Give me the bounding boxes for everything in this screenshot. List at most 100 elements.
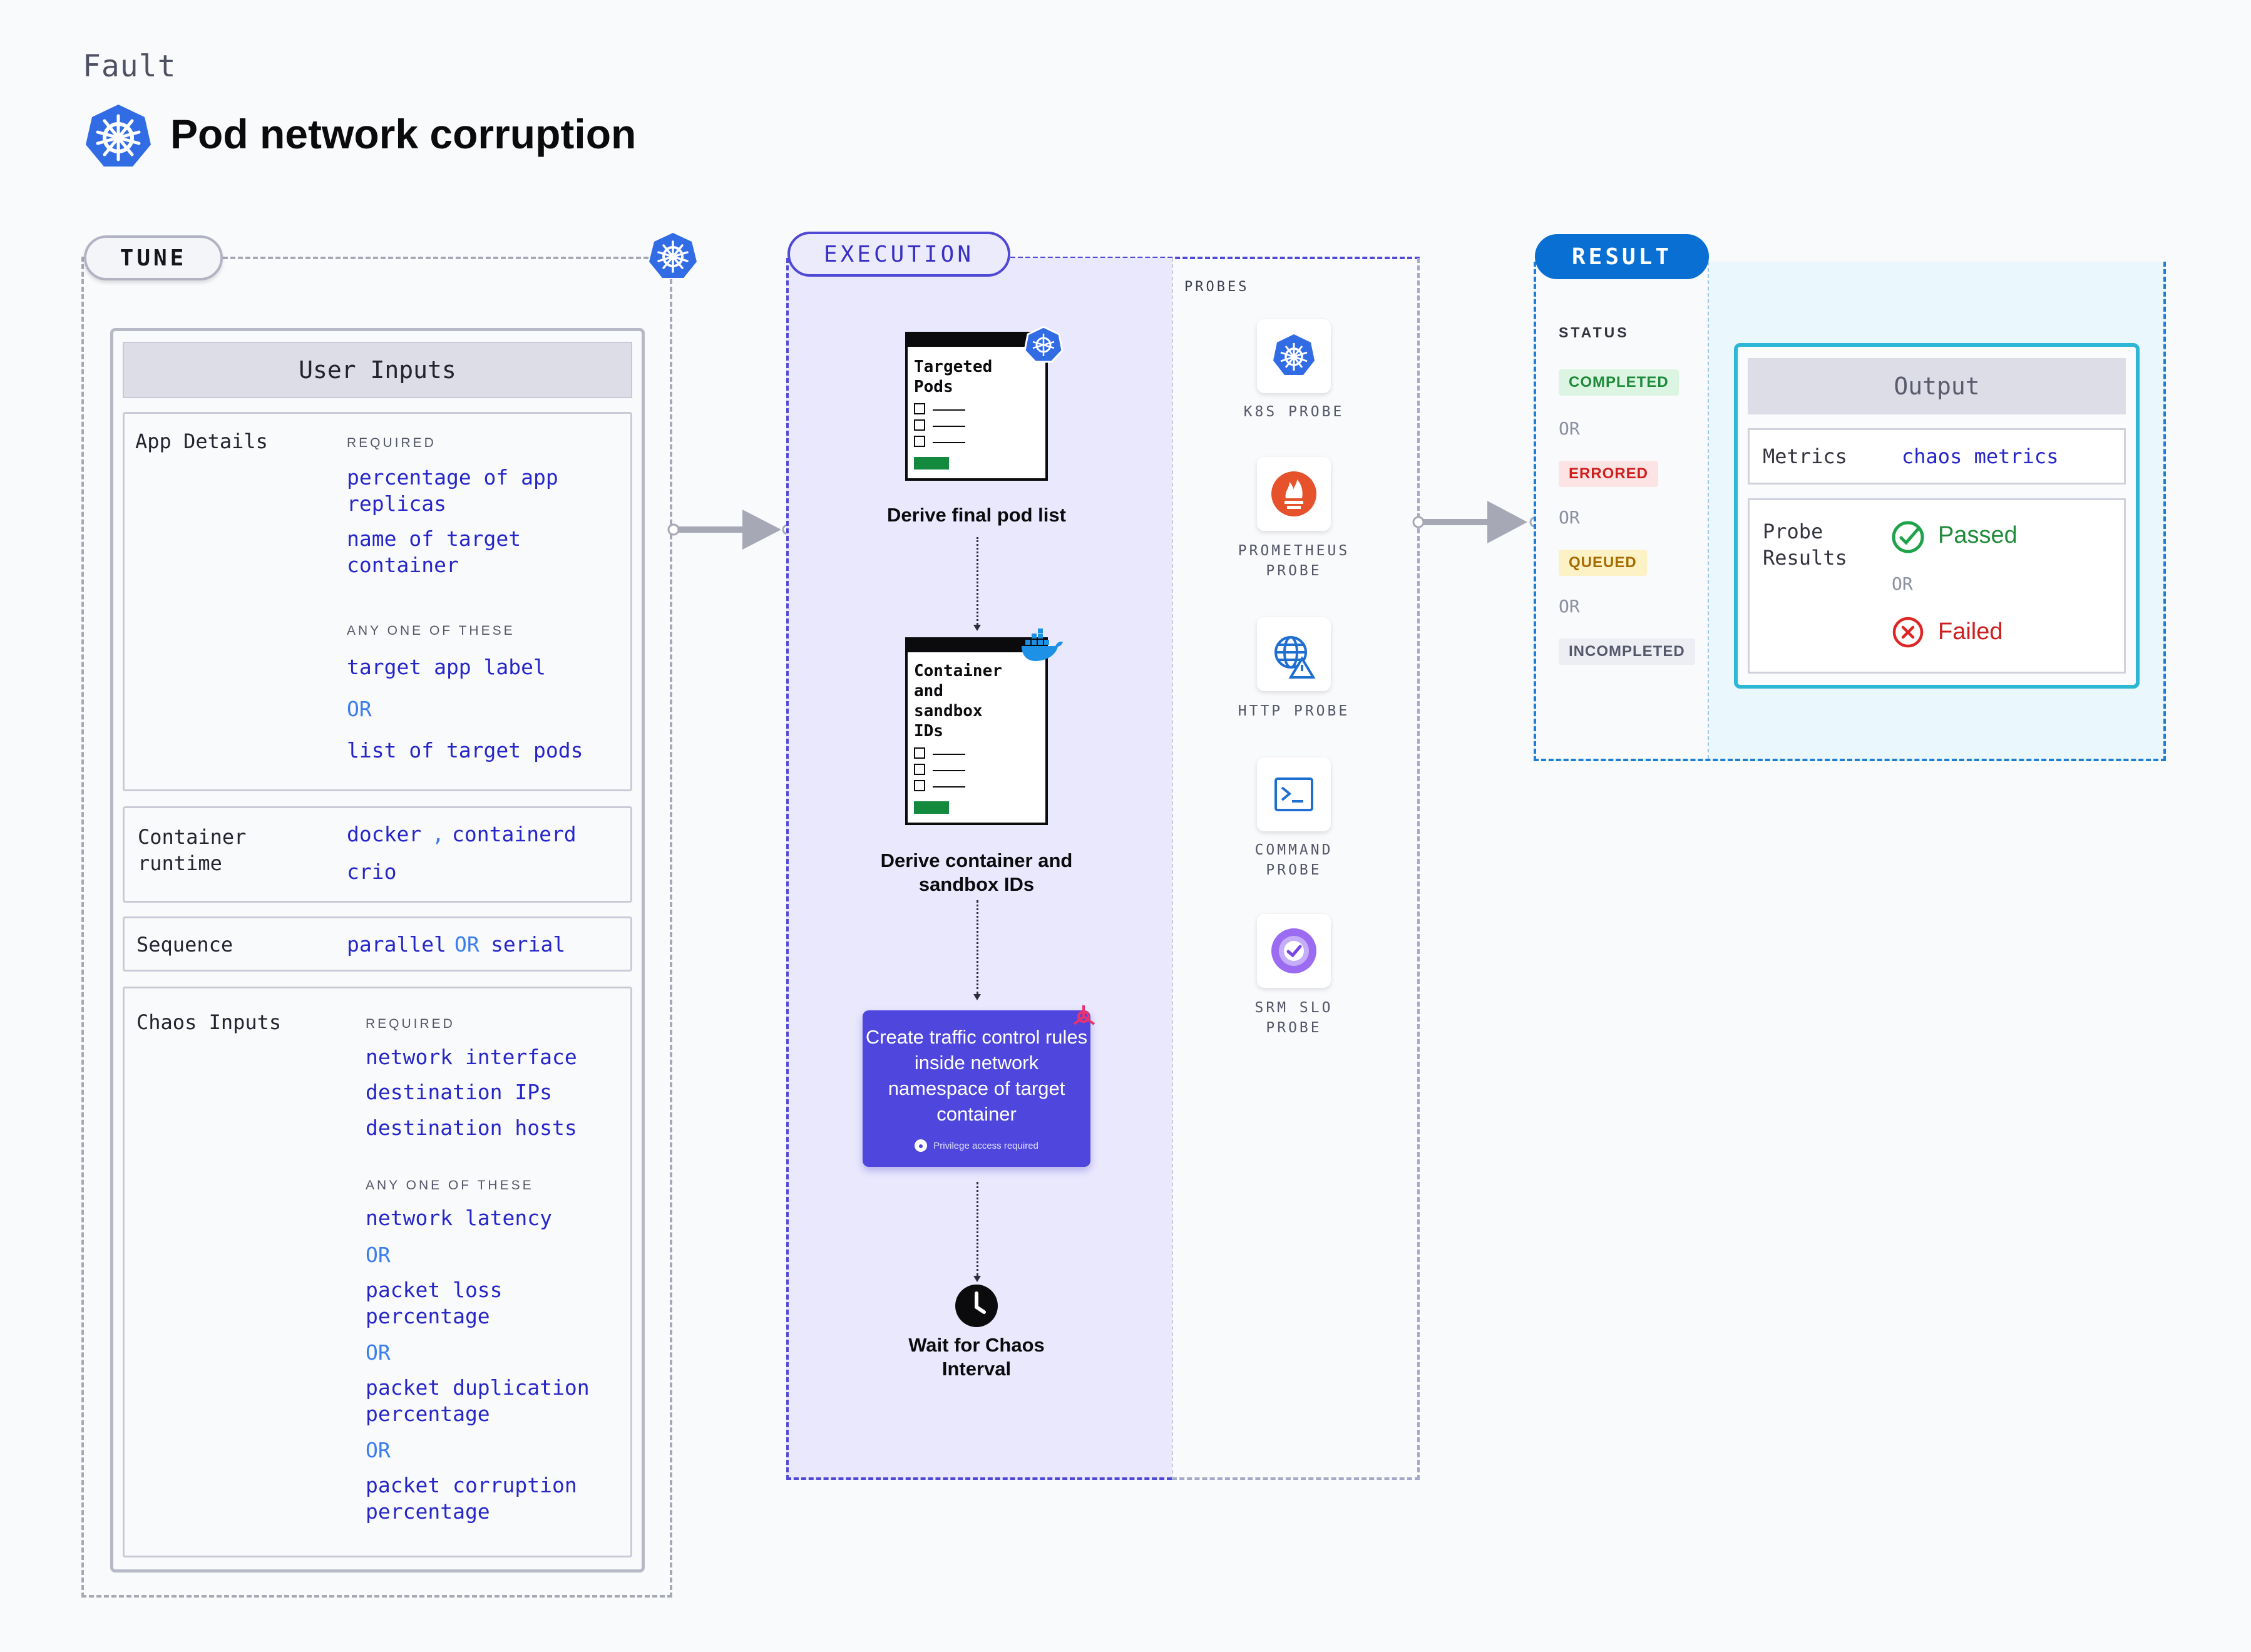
required-caption: REQUIRED	[347, 436, 436, 450]
input-network-interface: network interface	[366, 1045, 577, 1069]
flow-connector	[977, 900, 978, 994]
status-errored-badge: ERRORED	[1559, 461, 1659, 487]
check-circle-icon	[1892, 521, 1924, 553]
input-destination-ips: destination IPs	[366, 1080, 553, 1104]
input-target-pods: list of target pods	[347, 738, 583, 762]
or-separator: OR	[1892, 573, 1913, 594]
sequence-serial: serial	[491, 932, 566, 957]
status-label: STATUS	[1559, 324, 1629, 341]
probe-results-row	[1748, 498, 2126, 674]
srm-slo-probe-label: SRM SLO PROBE	[1254, 1000, 1333, 1036]
docker-icon	[1022, 628, 1063, 661]
privilege-note: ● Privilege access required	[863, 1139, 1090, 1152]
input-app-replicas: percentage of app replicas	[347, 465, 558, 516]
any-one-caption: ANY ONE OF THESE	[366, 1178, 534, 1193]
container-ids-document: Container and sandbox IDs	[905, 637, 1048, 825]
kubernetes-icon	[86, 105, 151, 167]
status-lane	[1536, 262, 1709, 759]
container-runtime-section	[123, 806, 632, 903]
probe-results-label: Probe Results	[1763, 520, 1847, 570]
runtime-separator: ,	[432, 822, 444, 846]
privilege-icon: ●	[915, 1139, 928, 1152]
kubernetes-icon	[1273, 334, 1315, 375]
traffic-control-text: Create traffic control rules inside netw…	[865, 1026, 1088, 1125]
input-packet-loss: packet loss percentage	[366, 1278, 503, 1328]
or-separator: OR	[366, 1243, 391, 1267]
flow-connector	[977, 537, 978, 625]
privilege-note-text: Privilege access required	[933, 1140, 1038, 1151]
doc-title: Targeted Pods	[914, 357, 993, 396]
or-separator: OR	[366, 1438, 391, 1462]
status-queued-badge: QUEUED	[1559, 550, 1647, 576]
prometheus-probe-label: PROMETHEUS PROBE	[1238, 543, 1350, 579]
or-separator: OR	[347, 697, 372, 721]
or-separator: OR	[1559, 596, 1580, 617]
flow-arrowhead	[973, 1276, 981, 1282]
prometheus-probe-tile[interactable]	[1257, 457, 1331, 531]
http-probe-tile[interactable]	[1257, 617, 1331, 691]
tune-pill: TUNE	[84, 235, 223, 280]
flow-arrow	[667, 510, 790, 550]
k8s-probe-tile[interactable]	[1257, 319, 1331, 393]
sequence-label: Sequence	[136, 933, 233, 957]
input-network-latency: network latency	[366, 1206, 553, 1230]
any-one-caption: ANY ONE OF THESE	[347, 623, 515, 638]
tune-section	[81, 257, 672, 1598]
or-separator: OR	[1559, 507, 1580, 528]
terminal-icon	[1274, 777, 1313, 811]
required-caption: REQUIRED	[366, 1017, 455, 1031]
command-probe-label: COMMAND PROBE	[1254, 842, 1333, 878]
kubernetes-icon	[1024, 326, 1063, 363]
execution-connector-line	[1010, 257, 1420, 259]
app-details-section	[123, 412, 632, 791]
user-inputs-header: User Inputs	[123, 342, 632, 398]
metrics-row	[1748, 428, 2126, 485]
srm-slo-icon	[1271, 928, 1316, 973]
tune-connector-line	[223, 257, 649, 259]
container-runtime-label: Container runtime	[138, 825, 247, 875]
output-header: Output	[1748, 358, 2126, 414]
input-target-container: name of target container	[347, 526, 521, 577]
execution-pill: EXECUTION	[787, 232, 1010, 277]
sequence-parallel: parallel	[347, 932, 446, 957]
k8s-probe-label: K8S PROBE	[1243, 404, 1345, 420]
doc-title: Container and sandbox IDs	[914, 662, 1002, 741]
runtime-crio: crio	[347, 859, 397, 884]
probes-label: PROBES	[1184, 279, 1249, 295]
step-derive-pod-list: Derive final pod list	[887, 504, 1066, 526]
chaos-inputs-section	[123, 987, 632, 1557]
flow-arrowhead	[973, 625, 981, 631]
probe-failed: Failed	[1938, 618, 2003, 645]
result-pill: RESULT	[1535, 234, 1709, 279]
input-target-app-label: target app label	[347, 655, 546, 679]
runtime-docker: docker	[347, 822, 422, 846]
probes-lane	[1172, 258, 1420, 1480]
fault-label: Fault	[83, 49, 177, 84]
flow-arrowhead	[973, 994, 981, 1000]
runtime-containerd: containerd	[452, 822, 577, 846]
prometheus-icon	[1271, 471, 1316, 516]
step-derive-container-ids: Derive container and sandbox IDs	[880, 849, 1073, 895]
traffic-control-step: Create traffic control rules inside netw…	[863, 1010, 1090, 1167]
litmus-icon	[1073, 1005, 1095, 1025]
or-separator: OR	[366, 1340, 391, 1365]
metrics-label: Metrics	[1763, 444, 1847, 468]
metrics-value: chaos metrics	[1902, 444, 2059, 468]
app-details-label: App Details	[135, 429, 268, 453]
sequence-or: OR	[454, 932, 479, 957]
status-incompleted-badge: INCOMPLETED	[1559, 639, 1695, 665]
probe-passed: Passed	[1938, 522, 2018, 548]
command-probe-tile[interactable]	[1257, 757, 1331, 831]
srm-slo-probe-tile[interactable]	[1257, 914, 1331, 988]
targeted-pods-document: Targeted Pods	[905, 332, 1048, 481]
chaos-inputs-label: Chaos Inputs	[136, 1010, 282, 1034]
input-packet-duplication: packet duplication percentage	[366, 1375, 590, 1426]
x-circle-icon	[1892, 617, 1924, 648]
page-title: Pod network corruption	[170, 111, 637, 157]
input-destination-hosts: destination hosts	[366, 1116, 577, 1140]
step-wait-chaos-interval: Wait for Chaos Interval	[908, 1334, 1045, 1380]
input-packet-corruption: packet corruption percentage	[366, 1473, 577, 1524]
status-completed-badge: COMPLETED	[1559, 369, 1679, 396]
or-separator: OR	[1559, 418, 1580, 439]
flow-arrow	[1412, 501, 1541, 543]
